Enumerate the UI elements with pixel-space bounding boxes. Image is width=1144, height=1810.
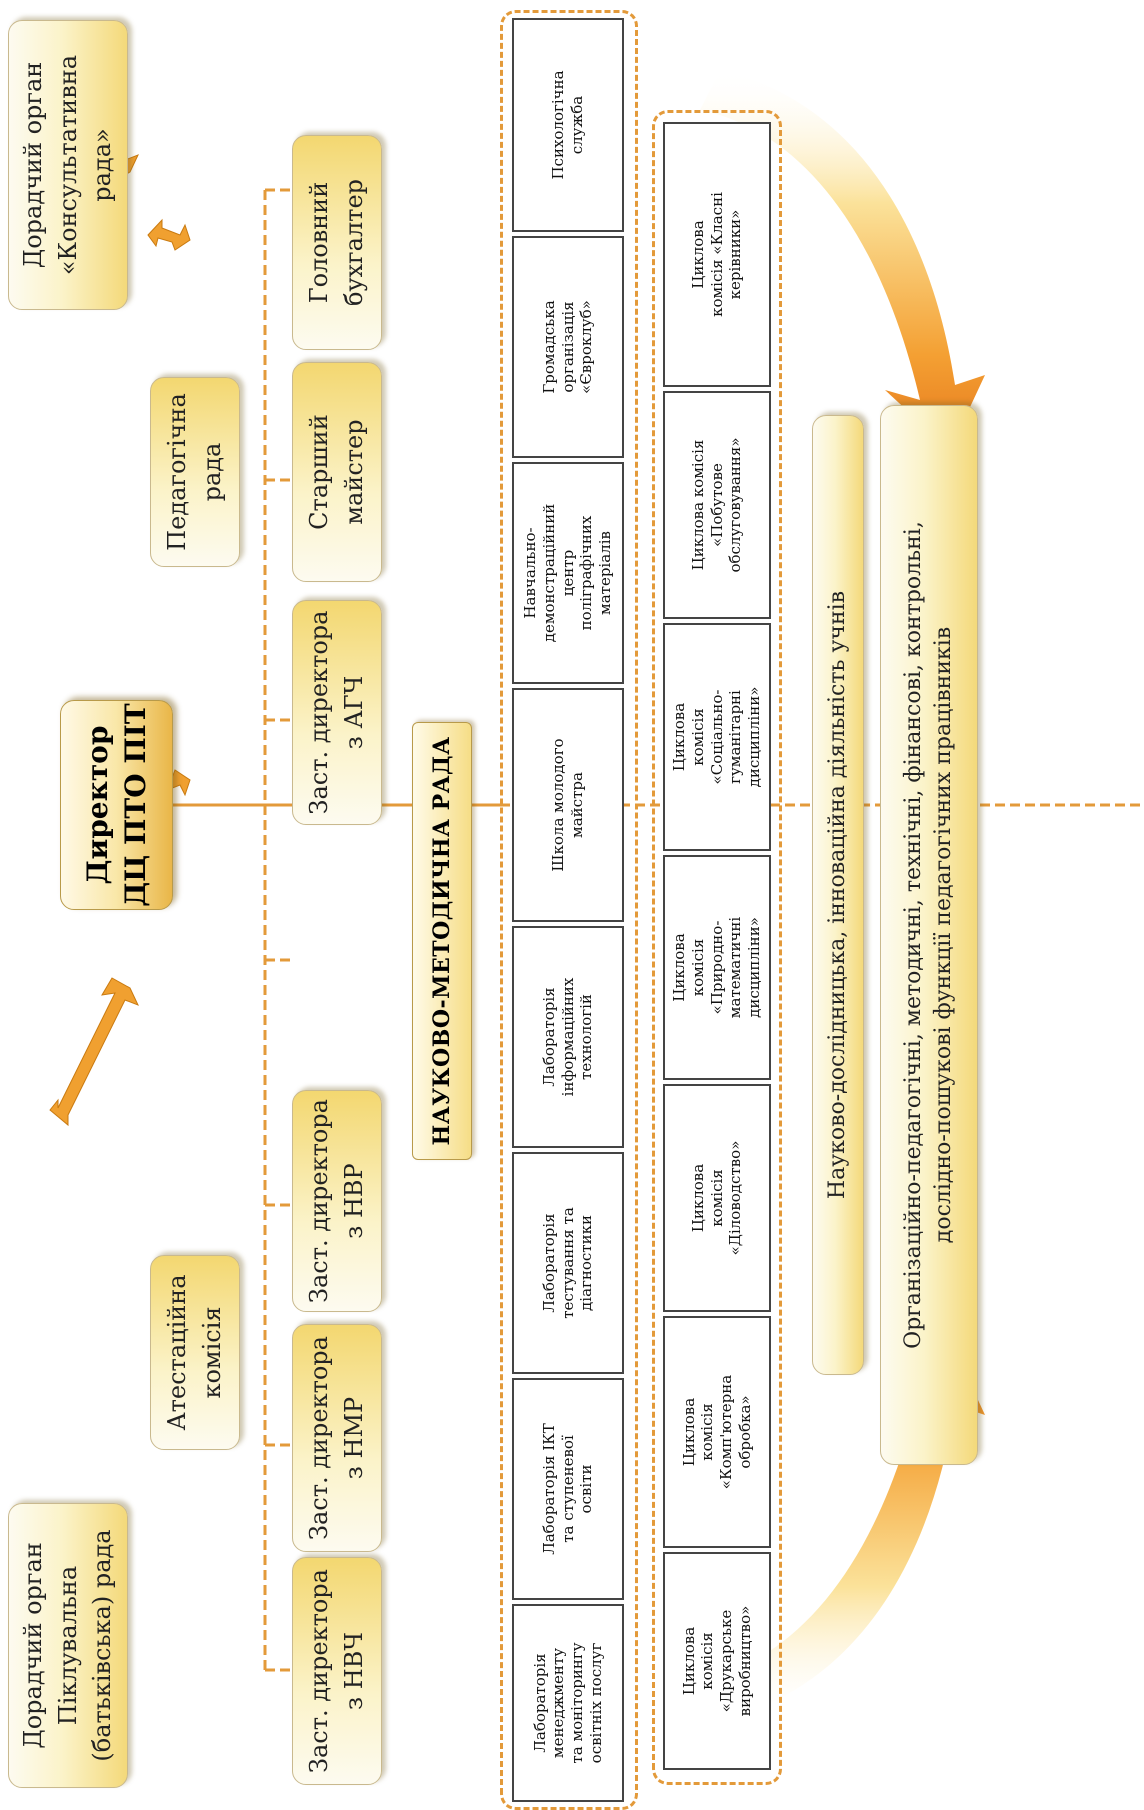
advisory-left-box: Дорадчий орган Піклувальна (батьківська)…	[8, 1503, 128, 1788]
deputy-bus	[263, 188, 292, 1672]
research-box: Науково-дослідницька, інноваційна діяльн…	[812, 415, 864, 1375]
commission-cell: Циклова комісія «Друкарське виробництво»	[663, 1552, 771, 1770]
commission-cell: Циклова комісія «Діловодство»	[663, 1084, 771, 1312]
chief-accountant-box: Головний бухгалтер	[292, 135, 382, 350]
deputy-label: Заст. директора з АГЧ	[305, 610, 368, 815]
lab-cell: Школа молодого майстра	[512, 688, 624, 922]
deputy-label: Заст. директора з НМР	[305, 1336, 368, 1540]
director-label: Директор ДЦ ПТО ПІТ	[80, 703, 152, 907]
director-box: Директор ДЦ ПТО ПІТ	[60, 700, 173, 910]
deputy-agch-box: Заст. директора з АГЧ	[292, 600, 382, 825]
commission-cell: Циклова комісія «Класні керівники»	[663, 122, 771, 387]
advisory-right-label: Дорадчий орган «Консультативна рада»	[18, 54, 117, 276]
pedagogical-box: Педагогічна рада	[150, 377, 240, 567]
functions-box: Організаційно-педагогічні, методичні, те…	[880, 405, 978, 1465]
deputy-label: Заст. директора з НВЧ	[305, 1569, 368, 1773]
lab-cell: Лабораторія менеджменту та моніторингу о…	[512, 1604, 624, 1802]
deputy-nmr-box: Заст. директора з НМР	[292, 1324, 382, 1552]
advisory-right-box: Дорадчий орган «Консультативна рада»	[8, 20, 128, 310]
lab-cell: Лабораторія ІКТ та ступеневої освіти	[512, 1378, 624, 1600]
lab-cell: Навчально- демонстраційний центр полігра…	[512, 462, 624, 684]
senior-master-box: Старший майстер	[292, 362, 382, 582]
swoop-arrow-upper-icon	[700, 70, 985, 450]
lab-cell: Психологічна служба	[512, 18, 624, 232]
commission-cell: Циклова комісія «Природно- математичні д…	[663, 855, 771, 1080]
pedagogical-label: Педагогічна рада	[163, 393, 226, 551]
advisory-left-label: Дорадчий орган Піклувальна (батьківська)…	[18, 1529, 117, 1762]
commission-cell: Циклова комісія «Соціально- гуманітарні …	[663, 623, 771, 851]
commission-cell: Циклова комісія «Комп'ютерна обробка»	[663, 1316, 771, 1548]
deputy-label: Заст. директора з НВР	[305, 1099, 368, 1303]
deputy-nvr-box: Заст. директора з НВР	[292, 1090, 382, 1312]
council-title: НАУКОВО-МЕТОДИЧНА РАДА	[412, 722, 472, 1160]
arrow-pedagogical-icon	[147, 218, 191, 251]
council-label: НАУКОВО-МЕТОДИЧНА РАДА	[429, 736, 455, 1146]
lab-cell: Лабораторія інформаційних технологій	[512, 926, 624, 1148]
research-label: Науково-дослідницька, інноваційна діяльн…	[825, 590, 851, 1200]
deputy-label: Головний бухгалтер	[305, 178, 368, 307]
deputy-label: Старший майстер	[305, 414, 368, 530]
deputy-nvch-box: Заст. директора з НВЧ	[292, 1557, 382, 1785]
lab-cell: Громадська організація «Євроклуб»	[512, 236, 624, 458]
lab-cell: Лабораторія тестування та діагностики	[512, 1152, 624, 1374]
functions-label: Організаційно-педагогічні, методичні, те…	[901, 521, 956, 1349]
attestation-label: Атестаційна комісія	[163, 1274, 226, 1431]
attestation-box: Атестаційна комісія	[150, 1255, 240, 1450]
arrow-left-advisory-icon	[49, 977, 139, 1127]
commission-cell: Циклова комісія «Побутове обслуговування…	[663, 391, 771, 619]
